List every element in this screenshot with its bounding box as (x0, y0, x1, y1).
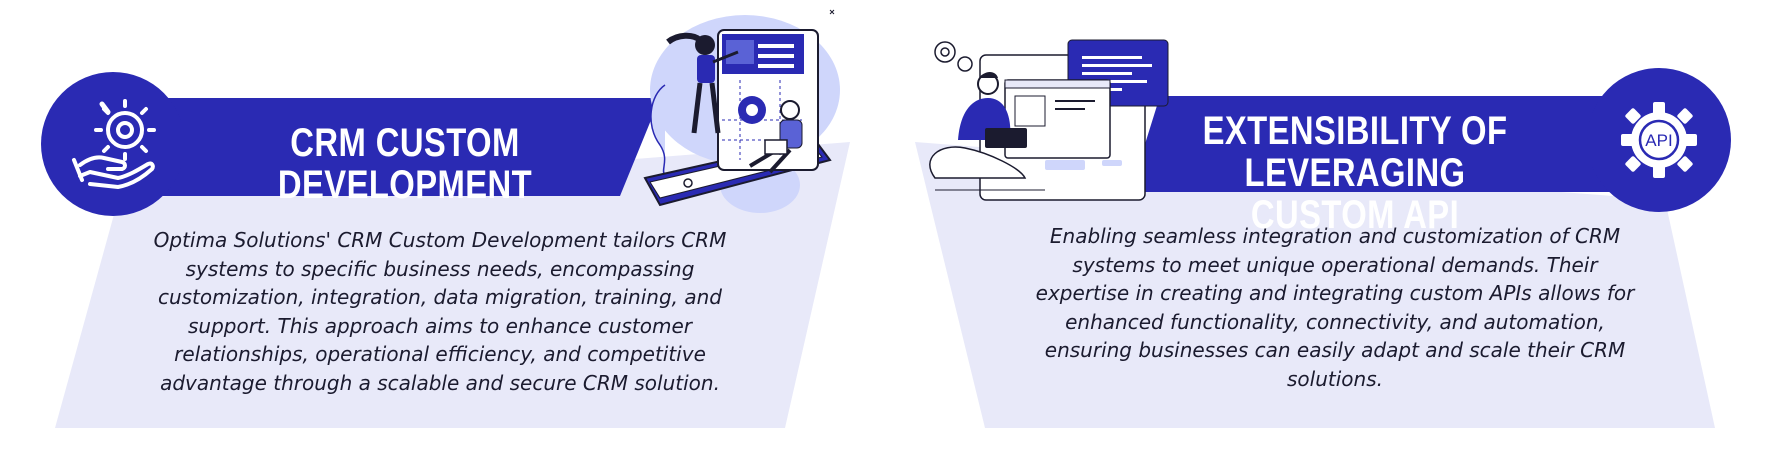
panel-right-background (915, 142, 1715, 428)
panel-right-title-line-2: CUSTOM API (1250, 193, 1460, 237)
panel-right-title: EXTENSIBILITY OF LEVERAGING CUSTOM API (1175, 110, 1536, 236)
panel-left-description: Optima Solutions' CRM Custom Development… (153, 228, 727, 395)
api-icon-label: API (1645, 131, 1672, 150)
panel-left-title-banner (140, 98, 660, 196)
panel-right-title-line-1: EXTENSIBILITY OF LEVERAGING (1202, 109, 1508, 195)
panel-right-description: Enabling seamless integration and custom… (1035, 224, 1635, 391)
panel-left-background (55, 142, 850, 428)
panel-left-title: CRM CUSTOM DEVELOPMENT (277, 121, 533, 207)
panel-right-title-banner (1130, 96, 1655, 192)
